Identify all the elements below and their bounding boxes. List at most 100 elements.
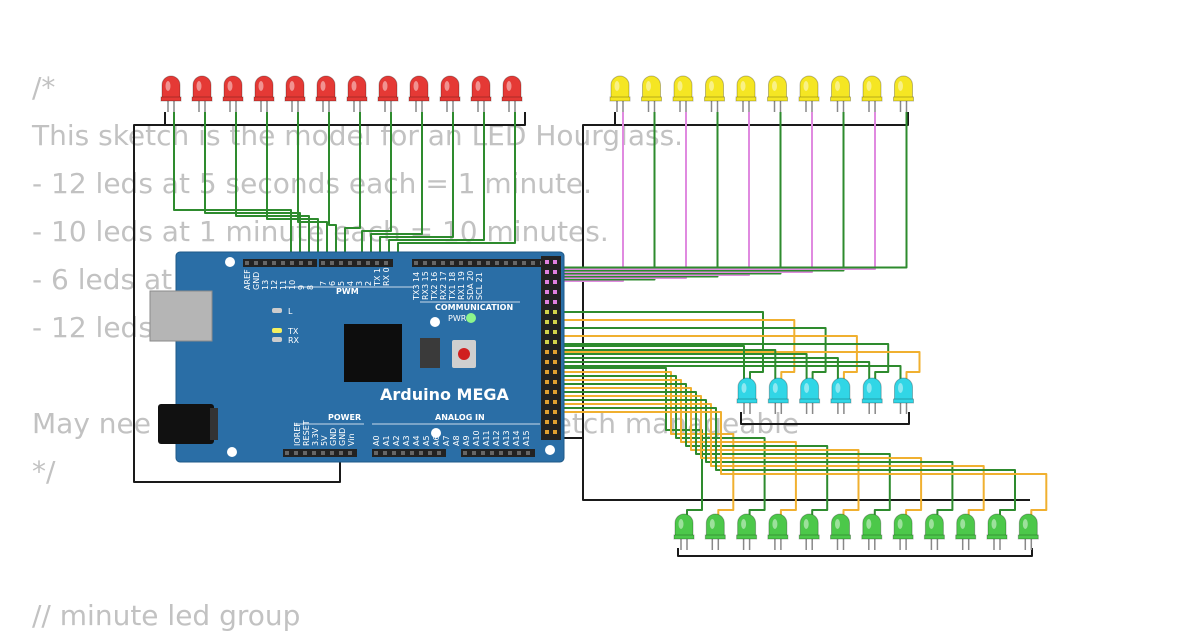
wire[interactable] [560,379,797,526]
header-pin[interactable] [553,270,557,274]
header-pin[interactable] [553,280,557,284]
header-pin[interactable] [366,261,370,265]
header-pin[interactable] [545,400,549,404]
header-pin[interactable] [348,451,352,455]
led-red[interactable] [470,75,492,112]
header-pin[interactable] [553,400,557,404]
header-pin[interactable] [339,451,343,455]
wire[interactable] [560,112,624,282]
header-pin[interactable] [472,451,476,455]
header-pin[interactable] [463,451,467,455]
header-pin[interactable] [553,260,557,264]
header-pin[interactable] [545,310,549,314]
header-pin[interactable] [545,390,549,394]
header-pin[interactable] [410,451,414,455]
header-pin[interactable] [299,261,303,265]
header-pin[interactable] [468,261,472,265]
header-pin[interactable] [545,320,549,324]
header-pin[interactable] [553,410,557,414]
header-pin[interactable] [272,261,276,265]
header-pin[interactable] [450,261,454,265]
led-red[interactable] [346,75,368,112]
header-pin[interactable] [545,280,549,284]
led-yellow[interactable] [767,75,788,112]
wire[interactable] [560,112,845,272]
wire[interactable] [560,371,735,526]
led-green[interactable] [830,513,851,550]
led-red[interactable] [191,75,213,112]
wire[interactable] [560,395,923,526]
wire[interactable] [560,375,766,526]
led-cyan[interactable] [767,377,789,414]
header-pin[interactable] [545,270,549,274]
header-pin[interactable] [321,261,325,265]
led-red[interactable] [408,75,430,112]
led-yellow[interactable] [609,75,631,112]
header-pin[interactable] [545,420,549,424]
header-pin[interactable] [486,261,490,265]
header-pin[interactable] [414,261,418,265]
led-yellow[interactable] [798,75,820,112]
power-jack[interactable] [158,404,214,444]
wire[interactable] [560,319,796,390]
header-pin[interactable] [490,451,494,455]
wire[interactable] [560,112,782,275]
wire[interactable] [560,327,827,390]
header-pin[interactable] [545,300,549,304]
reset-button-cap[interactable] [458,348,470,360]
header-pin[interactable] [553,360,557,364]
wire[interactable] [266,112,319,263]
led-yellow[interactable] [672,75,694,112]
wire[interactable] [560,112,876,270]
wire[interactable] [388,112,485,263]
led-green[interactable] [673,513,695,550]
wire[interactable] [560,345,745,390]
wire[interactable] [560,387,860,526]
header-pin[interactable] [517,451,521,455]
header-pin[interactable] [423,261,427,265]
wire[interactable] [560,399,954,526]
header-pin[interactable] [375,261,379,265]
wire[interactable] [344,112,361,263]
header-pin[interactable] [263,261,267,265]
header-pin[interactable] [477,261,481,265]
wire[interactable] [133,124,341,483]
led-red[interactable] [377,75,399,112]
header-pin[interactable] [545,360,549,364]
wire[interactable] [560,343,890,390]
header-pin[interactable] [545,430,549,434]
wire[interactable] [560,112,908,269]
header-pin[interactable] [553,370,557,374]
led-yellow[interactable] [893,75,914,112]
header-pin[interactable] [330,451,334,455]
led-red[interactable] [439,75,461,112]
led-yellow[interactable] [704,75,725,112]
led-yellow[interactable] [830,75,851,112]
header-pin[interactable] [281,261,285,265]
header-pin[interactable] [357,261,361,265]
header-pin[interactable] [545,330,549,334]
header-pin[interactable] [383,451,387,455]
header-pin[interactable] [401,451,405,455]
header-pin[interactable] [553,430,557,434]
arduino-mega-board[interactable]: PWR L TX RX Arduino MEGA PWM COMMUNICATI… [149,251,565,463]
header-pin[interactable] [545,410,549,414]
header-pin[interactable] [545,380,549,384]
header-pin[interactable] [531,261,535,265]
led-red[interactable] [284,75,306,112]
header-pin[interactable] [419,451,423,455]
header-pin[interactable] [339,261,343,265]
wire[interactable] [560,112,656,281]
led-cyan[interactable] [861,377,883,414]
header-pin[interactable] [285,451,289,455]
led-red[interactable] [501,75,523,112]
header-pin[interactable] [553,380,557,384]
wire[interactable] [560,407,1016,526]
led-green[interactable] [1017,513,1039,550]
wire[interactable] [560,391,891,526]
header-pin[interactable] [392,451,396,455]
header-pin[interactable] [308,261,312,265]
wire[interactable] [204,112,301,263]
header-pin[interactable] [545,290,549,294]
led-yellow[interactable] [861,75,883,112]
